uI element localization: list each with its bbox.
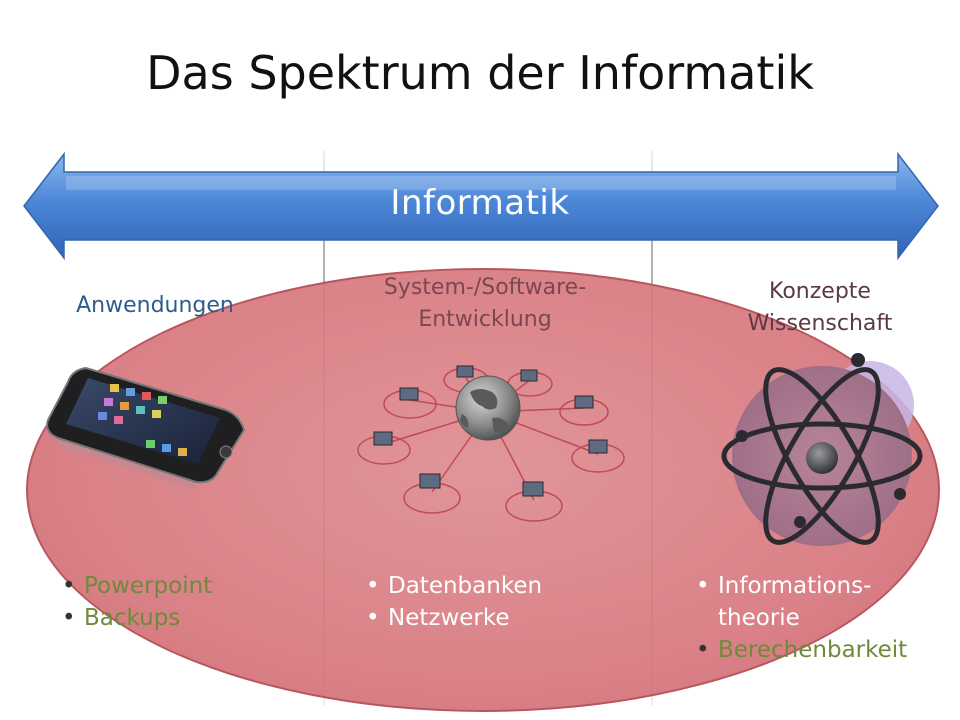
list-item: Berechenbarkeit <box>694 634 934 666</box>
list-item: Datenbanken <box>364 570 542 602</box>
bullet-list-wissenschaft: Informations- theorie Berechenbarkeit <box>694 570 934 666</box>
list-item: Powerpoint <box>60 570 212 602</box>
list-item: Informations- theorie <box>694 570 934 634</box>
atom-icon <box>721 353 923 546</box>
column-heading-wissenschaft: Konzepte Wissenschaft <box>747 279 893 336</box>
column-heading-anwendungen: Anwendungen <box>76 293 234 318</box>
smartphone-icon <box>46 366 246 490</box>
page-title: Das Spektrum der Informatik <box>146 46 814 100</box>
bullet-list-anwendungen: Powerpoint Backups <box>60 570 212 634</box>
bullet-list-entwicklung: Datenbanken Netzwerke <box>364 570 542 634</box>
list-item: Netzwerke <box>364 602 542 634</box>
list-item: Backups <box>60 602 212 634</box>
column-heading-entwicklung: System-/Software- Entwicklung <box>383 275 587 332</box>
arrow-label: Informatik <box>390 183 570 223</box>
